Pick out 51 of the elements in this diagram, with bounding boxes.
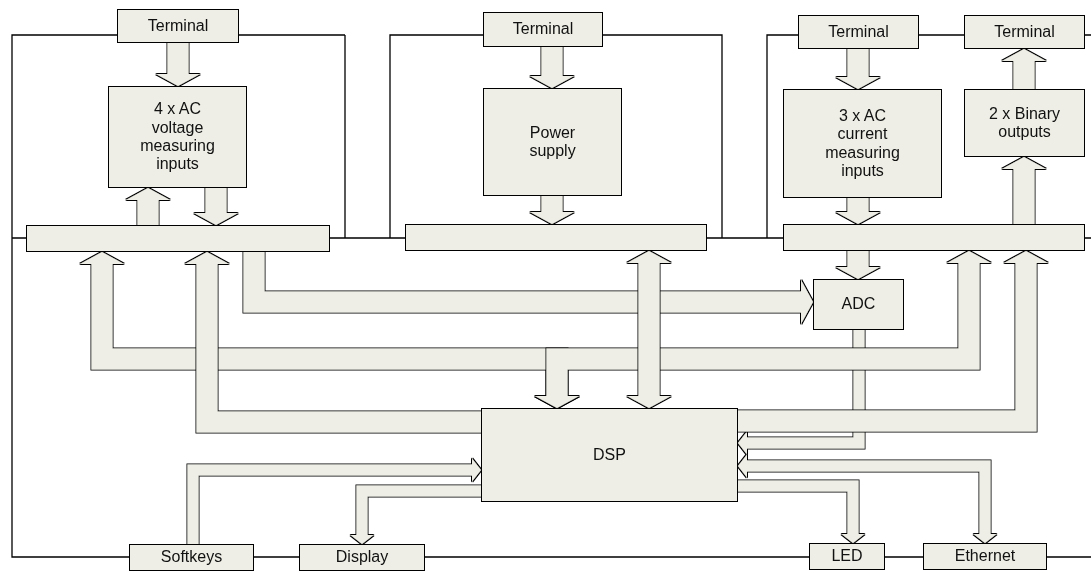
interface-box xyxy=(299,544,425,571)
double-arrow xyxy=(738,454,997,543)
block-label: Ethernet xyxy=(954,547,1016,566)
arrow xyxy=(836,49,880,89)
terminal-box xyxy=(798,15,919,49)
block-label: 3 x AC current measuring inputs xyxy=(824,106,901,181)
interface-box xyxy=(809,543,885,570)
double-arrow xyxy=(535,251,991,408)
arrow xyxy=(194,188,238,225)
block-label: 4 x AC voltage measuring inputs xyxy=(139,100,216,174)
processor-box xyxy=(481,408,738,502)
converter-box xyxy=(813,279,904,330)
arrow xyxy=(350,485,481,544)
power-supply-box xyxy=(483,88,622,196)
block-label: 2 x Binary outputs xyxy=(987,104,1062,142)
block-label: Terminal xyxy=(828,22,889,42)
arrow xyxy=(187,458,481,544)
block-label: Power supply xyxy=(528,123,577,161)
arrow xyxy=(1002,49,1046,89)
input-module-box xyxy=(783,89,942,198)
block-label: Softkeys xyxy=(160,548,223,567)
input-module-box xyxy=(108,86,247,188)
block-label: ADC xyxy=(841,295,876,314)
bus-bar xyxy=(405,224,707,251)
terminal-box xyxy=(483,12,603,47)
arrow xyxy=(836,198,880,224)
bus-bar xyxy=(783,224,1085,251)
interface-box xyxy=(923,543,1047,570)
output-module-box xyxy=(964,89,1085,157)
terminal-box xyxy=(964,15,1085,49)
arrow xyxy=(738,480,865,543)
arrow xyxy=(243,252,813,324)
arrow xyxy=(126,188,170,225)
arrow xyxy=(156,43,200,86)
block-label: Terminal xyxy=(512,20,574,39)
double-arrow xyxy=(627,251,671,408)
arrow xyxy=(530,196,574,224)
bus-bar xyxy=(26,225,330,252)
interface-box xyxy=(129,544,254,571)
arrow xyxy=(1002,157,1046,224)
arrow xyxy=(738,251,1048,432)
arrow xyxy=(738,330,865,455)
arrow xyxy=(185,252,481,433)
arrow xyxy=(836,251,880,279)
block-label: Display xyxy=(335,548,389,567)
terminal-box xyxy=(117,9,239,43)
arrow xyxy=(530,47,574,88)
block-label: DSP xyxy=(593,445,626,465)
block-label: Terminal xyxy=(994,22,1055,42)
block-label: Terminal xyxy=(147,16,209,36)
block-label: LED xyxy=(831,547,863,566)
